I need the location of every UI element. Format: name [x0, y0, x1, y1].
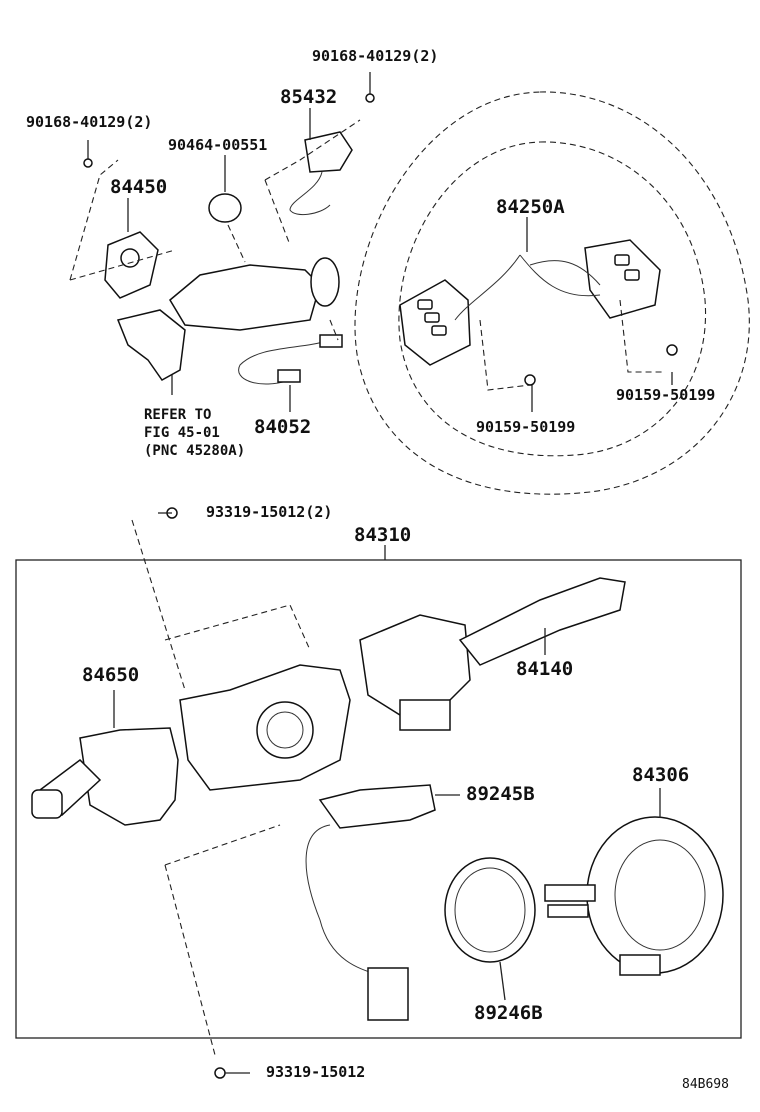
steering-column	[116, 257, 340, 381]
switch-85432	[289, 131, 353, 216]
wiper-switch-84650	[31, 727, 179, 826]
sensor-89245B	[305, 784, 436, 1021]
callout-screw-right: 90159-50199	[616, 386, 716, 404]
reference-note-line2: FIG 45-01	[144, 425, 220, 441]
callout-switch-84140: 84140	[516, 658, 574, 680]
callout-bolt-93319: 93319-15012	[266, 1063, 366, 1081]
callout-wire-84052: 84052	[254, 416, 312, 438]
wire-harness-84052	[238, 334, 343, 385]
reference-note-line3: (PNC 45280A)	[144, 443, 246, 459]
clamp-90464	[208, 193, 242, 223]
callout-switch-85432: 85432	[280, 86, 338, 108]
callout-ring-89246B: 89246B	[474, 1002, 543, 1024]
reference-note-line1: REFER TO	[144, 407, 212, 423]
spiral-cable-84306	[544, 816, 724, 976]
ring-89246B	[444, 857, 536, 963]
reference-note: REFER TO FIG 45-01 (PNC 45280A)	[144, 406, 245, 460]
combination-switch-body	[179, 664, 351, 791]
callout-bolt-top-right: 90168-40129(2)	[312, 47, 439, 65]
callout-assembly-84310: 84310	[354, 524, 412, 546]
callout-screw-center: 90159-50199	[476, 418, 576, 436]
steering-switch-pad-right	[584, 239, 661, 319]
callout-clamp-90464: 90464-00551	[168, 136, 268, 154]
steering-wheel-rim	[354, 91, 750, 495]
callout-switch-84450: 84450	[110, 176, 168, 198]
callout-switch-84650: 84650	[82, 664, 140, 686]
callout-bolt-93319-2: 93319-15012(2)	[206, 503, 333, 521]
assembly-84310-box	[15, 559, 742, 1039]
callout-sensor-89245B: 89245B	[466, 783, 535, 805]
figure-code: 84B698	[682, 1077, 729, 1092]
turn-signal-switch-84140	[359, 577, 626, 731]
callout-steering-switch: 84250A	[496, 196, 565, 218]
steering-switch-pad-left	[399, 279, 471, 366]
callout-bolt-top-left: 90168-40129(2)	[26, 113, 153, 131]
ignition-switch-84450	[104, 231, 159, 299]
callout-spiral-cable: 84306	[632, 764, 690, 786]
